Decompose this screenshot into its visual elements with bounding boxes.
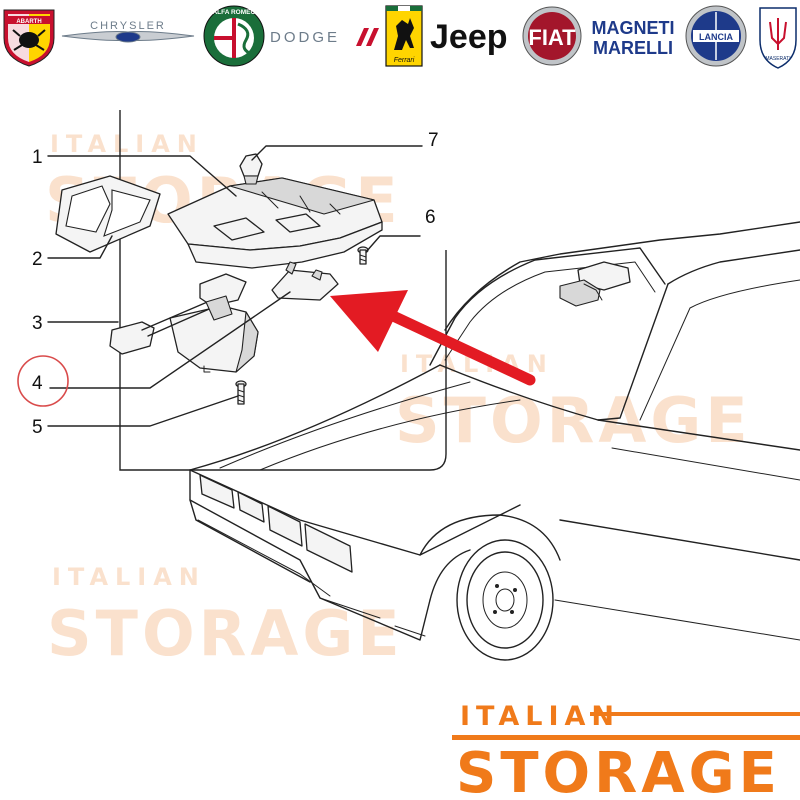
car-illustration [189,221,800,661]
lancia-logo-text: LANCIA [699,32,733,42]
part-7-clip [239,153,263,185]
jeep-logo: Jeep [430,18,508,56]
leader-line-7 [251,145,423,161]
callout-7: 7 [428,130,439,151]
ferrari-logo-text: Ferrari [394,57,415,64]
leader-line-1 [47,155,237,197]
brand-footer-line2: STORAGE [456,741,781,800]
lancia-logo: LANCIA [685,5,747,67]
brand-footer-line1: ITALIAN [460,701,620,732]
brand-footer-rule-bottom [452,735,800,740]
leader-lines [47,145,423,427]
callout-1: 1 [32,147,43,168]
chrysler-logo: CHRYSLER [61,20,195,43]
brand-footer: ITALIAN STORAGE [452,701,800,800]
part-3-mirror [109,273,259,373]
part-4-plate [271,261,339,301]
leader-line-2 [47,235,113,259]
callout-4-highlight-ring [17,355,69,407]
watermark-top-line1: ITALIAN [50,130,204,158]
leader-line-6 [365,235,421,253]
part-5-screw [235,380,247,405]
brand-footer-rule-top [590,712,800,716]
part-2-gasket [55,175,161,253]
part-6-screw [357,246,369,265]
abarth-logo: ABARTH [3,9,55,67]
maserati-logo-text: MASERATI [765,56,790,62]
callout-6: 6 [425,207,436,228]
abarth-logo-text: ABARTH [16,19,41,25]
ferrari-logo: Ferrari [385,5,423,67]
exploded-parts [55,153,383,405]
part-1-bracket [167,177,383,269]
brand-logo-strip: ABARTH CHRYSLER ALFA ROMEO DODGE Ferrar [3,5,797,69]
inset-frame [119,110,447,471]
alfa-romeo-logo-text: ALFA ROMEO [212,9,255,16]
chrysler-logo-text: CHRYSLER [90,20,166,32]
callout-3: 3 [32,313,43,334]
watermark-bottom: ITALIAN STORAGE [47,563,404,670]
jeep-logo-text: Jeep [430,18,508,56]
magneti-marelli-line2: MARELLI [593,38,673,58]
alfa-romeo-logo: ALFA ROMEO [203,5,265,67]
location-arrow [330,290,536,386]
callout-5: 5 [32,417,43,438]
dodge-logo: DODGE [270,28,379,46]
callout-2: 2 [32,249,43,270]
dodge-logo-text: DODGE [270,29,340,46]
callout-4: 4 [32,373,43,394]
watermark-bottom-line2: STORAGE [47,597,404,670]
magneti-marelli-line1: MAGNETI [592,18,675,38]
fiat-logo: FIAT [522,6,582,66]
leader-line-5 [47,395,239,427]
fiat-logo-text: FIAT [528,25,576,50]
watermark-middle: ITALIAN STORAGE [395,350,752,457]
magneti-marelli-logo: MAGNETI MARELLI [592,18,675,58]
maserati-logo: MASERATI [759,7,797,69]
watermark-middle-line2: STORAGE [395,384,752,457]
leader-line-4 [49,291,291,389]
callout-labels: 1 2 3 4 5 6 7 [17,130,439,438]
exploded-view-inset [119,110,447,471]
watermark-bottom-line1: ITALIAN [52,563,206,591]
